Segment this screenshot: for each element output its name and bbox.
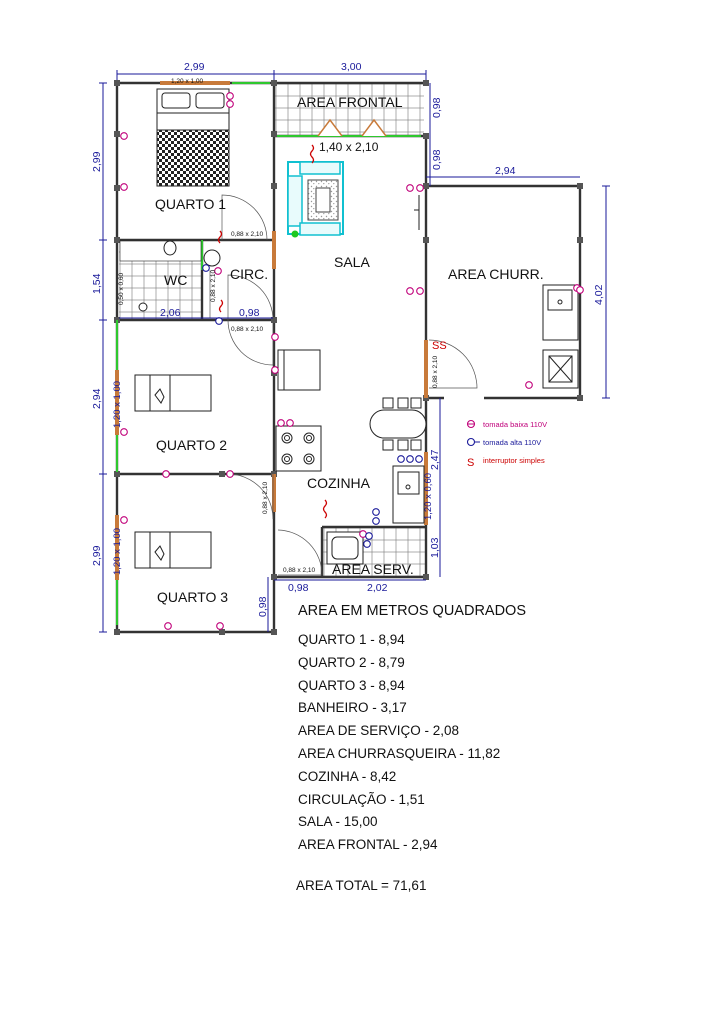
churr-window [414, 195, 420, 230]
opening-win-kitchen: 1,20 x 0,60 [423, 473, 434, 520]
opening-door-q1: 0,88 x 2,10 [231, 231, 264, 238]
grill [542, 349, 579, 389]
list-item: CIRCULAÇÃO - 1,51 [298, 791, 425, 807]
front-window-hatch [317, 118, 387, 137]
dimension-lines [99, 70, 610, 633]
opening-door-q2: 0,88 x 2,10 [262, 481, 269, 514]
dim-bottom-a: 0,98 [288, 582, 309, 594]
room-area-frontal: AREA FRONTAL [297, 94, 403, 110]
legend-switch: interruptor simples [483, 456, 545, 465]
legend: tomada baixa 110V tomada alta 110V S int… [466, 419, 547, 469]
list-item: QUARTO 3 - 8,94 [298, 677, 405, 693]
dim-top-left: 2,99 [184, 61, 205, 73]
high-outlet-icon [466, 437, 476, 447]
list-item: QUARTO 2 - 8,79 [298, 654, 405, 670]
list-item: COZINHA - 8,42 [298, 768, 397, 784]
room-quarto1: QUARTO 1 [155, 196, 226, 212]
list-item: SALA - 15,00 [298, 814, 378, 830]
dim-left-q1: 2,99 [91, 151, 103, 172]
opening-win-wc: 0,50 x 0,60 [118, 272, 125, 305]
room-wc: WC [164, 272, 187, 288]
legend-low-outlet: tomada baixa 110V [483, 420, 547, 429]
area-total: AREA TOTAL = 71,61 [296, 878, 427, 893]
bed-quarto3 [134, 531, 212, 569]
opening-door-wc: 0,88 x 2,10 [210, 269, 217, 302]
list-item: AREA CHURRASQUEIRA - 11,82 [298, 745, 501, 761]
list-item: QUARTO 1 - 8,94 [298, 632, 405, 647]
room-sala: SALA [334, 254, 370, 270]
legend-high-outlet: tomada alta 110V [483, 438, 541, 447]
list-item: AREA DE SERVIÇO - 2,08 [298, 723, 460, 739]
dim-q3-bottom: 0,98 [257, 596, 269, 617]
dim-serv-h: 1,03 [429, 537, 441, 558]
opening-win-q3: 1,20 x 1,00 [112, 528, 123, 575]
room-area-churr: AREA CHURR. [448, 266, 544, 282]
washing-machine [326, 531, 364, 565]
opening-door-churr: 0,88 x 2,10 [432, 355, 439, 388]
dim-wc-width: 2,06 [160, 307, 181, 319]
dim-churr-width: 2,94 [495, 165, 516, 177]
room-area-serv: AREA SERV. [332, 561, 414, 577]
fridge [277, 349, 321, 391]
opening-win-q1: 1,20 x 1,00 [171, 78, 204, 85]
area-frontal-floor [274, 83, 424, 136]
opening-door-q3: 0,88 x 2,10 [283, 567, 316, 574]
dim-left-q2: 2,94 [91, 388, 103, 409]
switch-icon [217, 144, 328, 519]
floor-plan: SS 2,99 3,00 0,98 0,98 2,94 4,02 2,99 1,… [91, 61, 610, 635]
room-circ: CIRC. [230, 266, 268, 282]
opening-win-front: 1,40 x 2,10 [319, 140, 379, 154]
doors [115, 81, 428, 580]
dining-table [369, 397, 427, 451]
dim-cozinha-h: 2,47 [429, 449, 441, 470]
dim-top-right: 3,00 [341, 61, 362, 73]
area-list: QUARTO 1 - 8,94 QUARTO 2 - 8,79 QUARTO 3… [298, 629, 500, 857]
high-outlet-icon [202, 264, 423, 548]
dim-left-q3: 2,99 [91, 545, 103, 566]
room-cozinha: COZINHA [307, 475, 371, 491]
sofa-set [287, 161, 344, 238]
bed-quarto1 [156, 88, 230, 187]
bed-quarto2 [134, 374, 212, 412]
dim-circ-width: 0,98 [239, 307, 260, 319]
switch-marker-churr: SS [432, 340, 447, 352]
electrical-symbols [120, 92, 584, 630]
dim-churr-height: 4,02 [593, 284, 605, 305]
dim-left-wc: 1,54 [91, 273, 103, 294]
grill-sink [542, 284, 579, 341]
walls [115, 81, 582, 634]
door-swings [209, 194, 478, 576]
kitchen-sink [392, 465, 425, 524]
dim-front-window-h: 0,98 [431, 97, 443, 118]
opening-win-q2: 1,20 x 1,00 [112, 381, 123, 428]
list-item: AREA FRONTAL - 2,94 [298, 837, 438, 853]
wc-fixtures [119, 240, 221, 312]
list-item: BANHEIRO - 3,17 [298, 700, 407, 716]
dim-bottom-b: 2,02 [367, 582, 388, 594]
room-quarto3: QUARTO 3 [157, 589, 228, 605]
stove [275, 425, 322, 472]
room-quarto2: QUARTO 2 [156, 437, 227, 453]
switch-icon: S [467, 457, 474, 469]
dim-sala-offset-h: 0,98 [431, 149, 443, 170]
area-summary-title: AREA EM METROS QUADRADOS [298, 603, 527, 619]
low-outlet-icon [120, 92, 584, 630]
opening-door-circ: 0,88 x 2,10 [231, 326, 264, 333]
